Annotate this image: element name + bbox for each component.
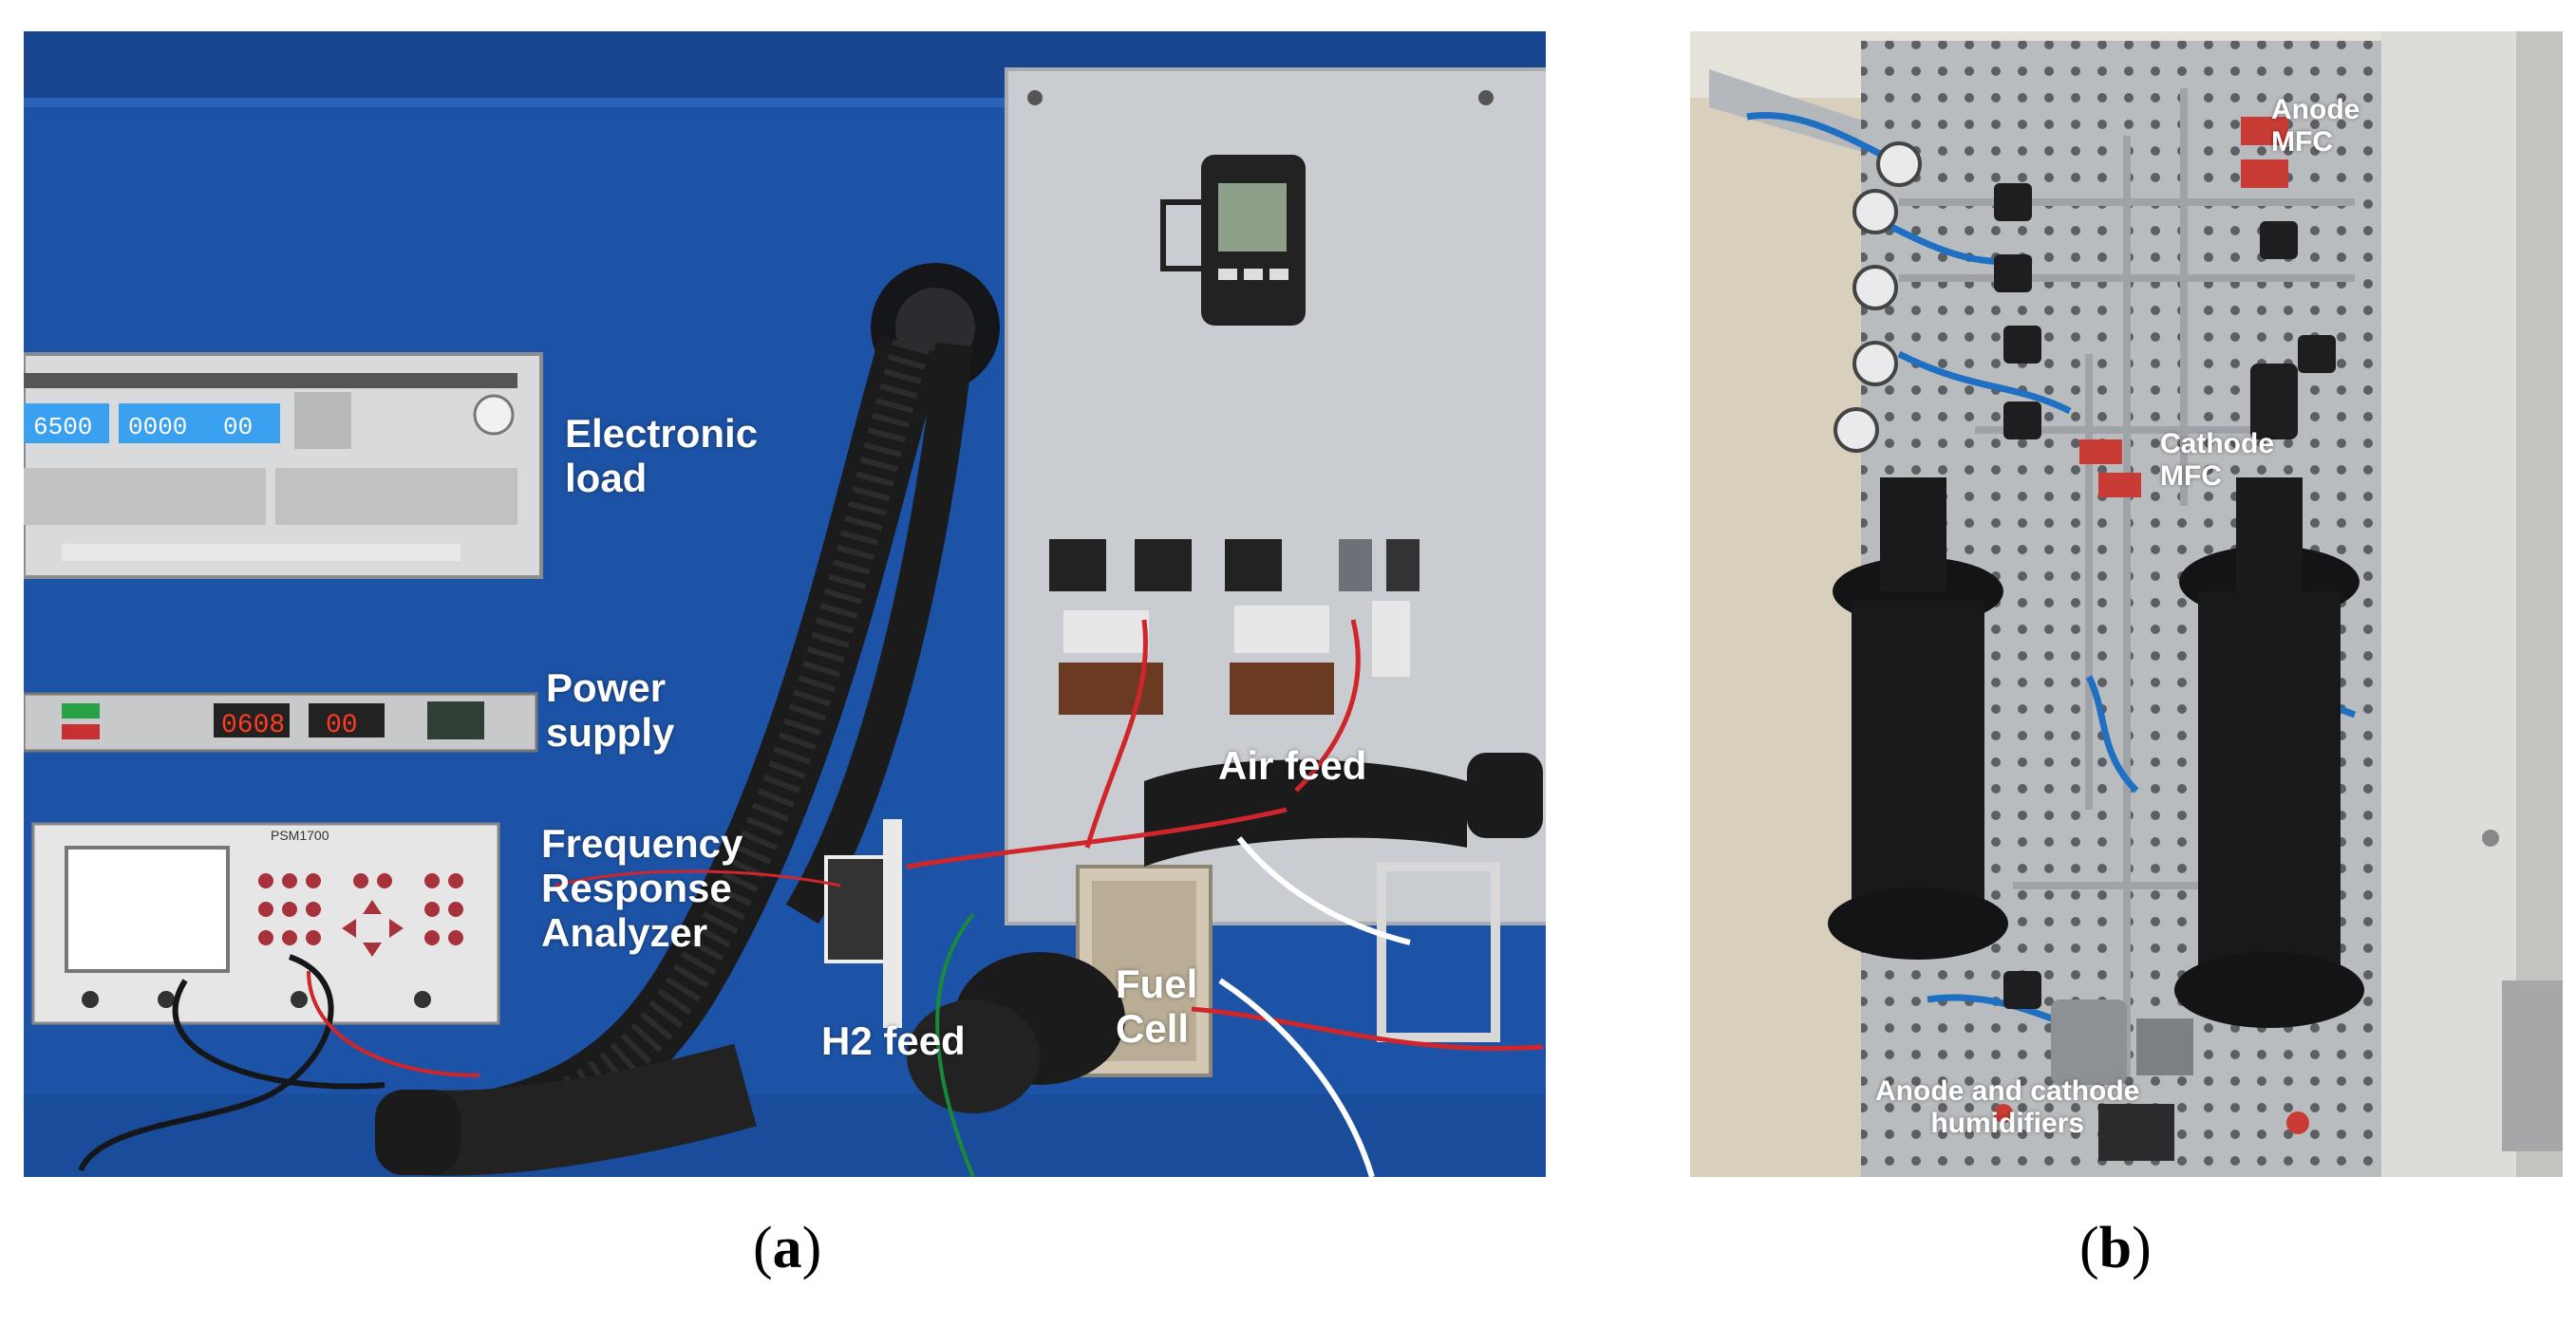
corrugated-hose <box>375 335 973 1176</box>
caption-b-letter: b <box>2098 1216 2133 1280</box>
power-supply-label: Power supply <box>546 665 675 756</box>
caption-a-letter: a <box>772 1216 802 1280</box>
pressure-gauges <box>1833 141 1922 453</box>
gas-supply-rack-photo: Anode MFC Cathode MFC Anode and cathode … <box>1690 31 2563 1177</box>
fra-model-text: PSM1700 <box>271 828 329 843</box>
cathode-mfc-label: Cathode MFC <box>2160 428 2274 492</box>
handheld-meter <box>1160 155 1306 326</box>
mass-flow-controllers <box>2079 117 2288 497</box>
electronic-load-device <box>24 352 543 579</box>
fuel-cell-test-bench-photo: 6500 0000 00 0608 00 <box>24 31 1546 1177</box>
fuel-cell-assembly <box>824 753 1543 1113</box>
fra-device <box>31 822 500 1025</box>
power-supply-device <box>24 692 538 753</box>
test-bench-illustration: 6500 0000 00 0608 00 <box>24 31 1546 1177</box>
load-display-text-3: 00 <box>223 413 253 441</box>
air-feed-label: Air feed <box>1218 743 1367 788</box>
cathode-humidifier <box>2174 477 2364 1028</box>
load-display-text-2: 0000 <box>128 413 187 441</box>
power-sockets <box>1049 539 1420 715</box>
humidifiers-label: Anode and cathode humidifiers <box>1875 1075 2140 1139</box>
anode-mfc-label: Anode MFC <box>2271 94 2360 158</box>
bottom-fittings <box>1994 999 2309 1161</box>
valves <box>1994 183 2336 1009</box>
electronic-load-label: Electronic load <box>565 411 759 501</box>
frequency-response-analyzer-label: Frequency Response Analyzer <box>541 821 743 956</box>
anode-humidifier <box>1828 477 2008 960</box>
caption-b: (b) <box>2079 1216 2152 1280</box>
psu-display-text-2: 00 <box>326 711 358 740</box>
h2-feed-label: H2 feed <box>821 1018 966 1063</box>
fuel-cell-label: Fuel Cell <box>1116 962 1198 1052</box>
stainless-tubing <box>1899 88 2355 1075</box>
load-display-text: 6500 <box>33 413 92 441</box>
cables <box>78 619 1544 1177</box>
gas-rack-illustration <box>1690 31 2563 1177</box>
caption-a: (a) <box>753 1216 822 1280</box>
psu-display-text: 0608 <box>221 711 285 740</box>
